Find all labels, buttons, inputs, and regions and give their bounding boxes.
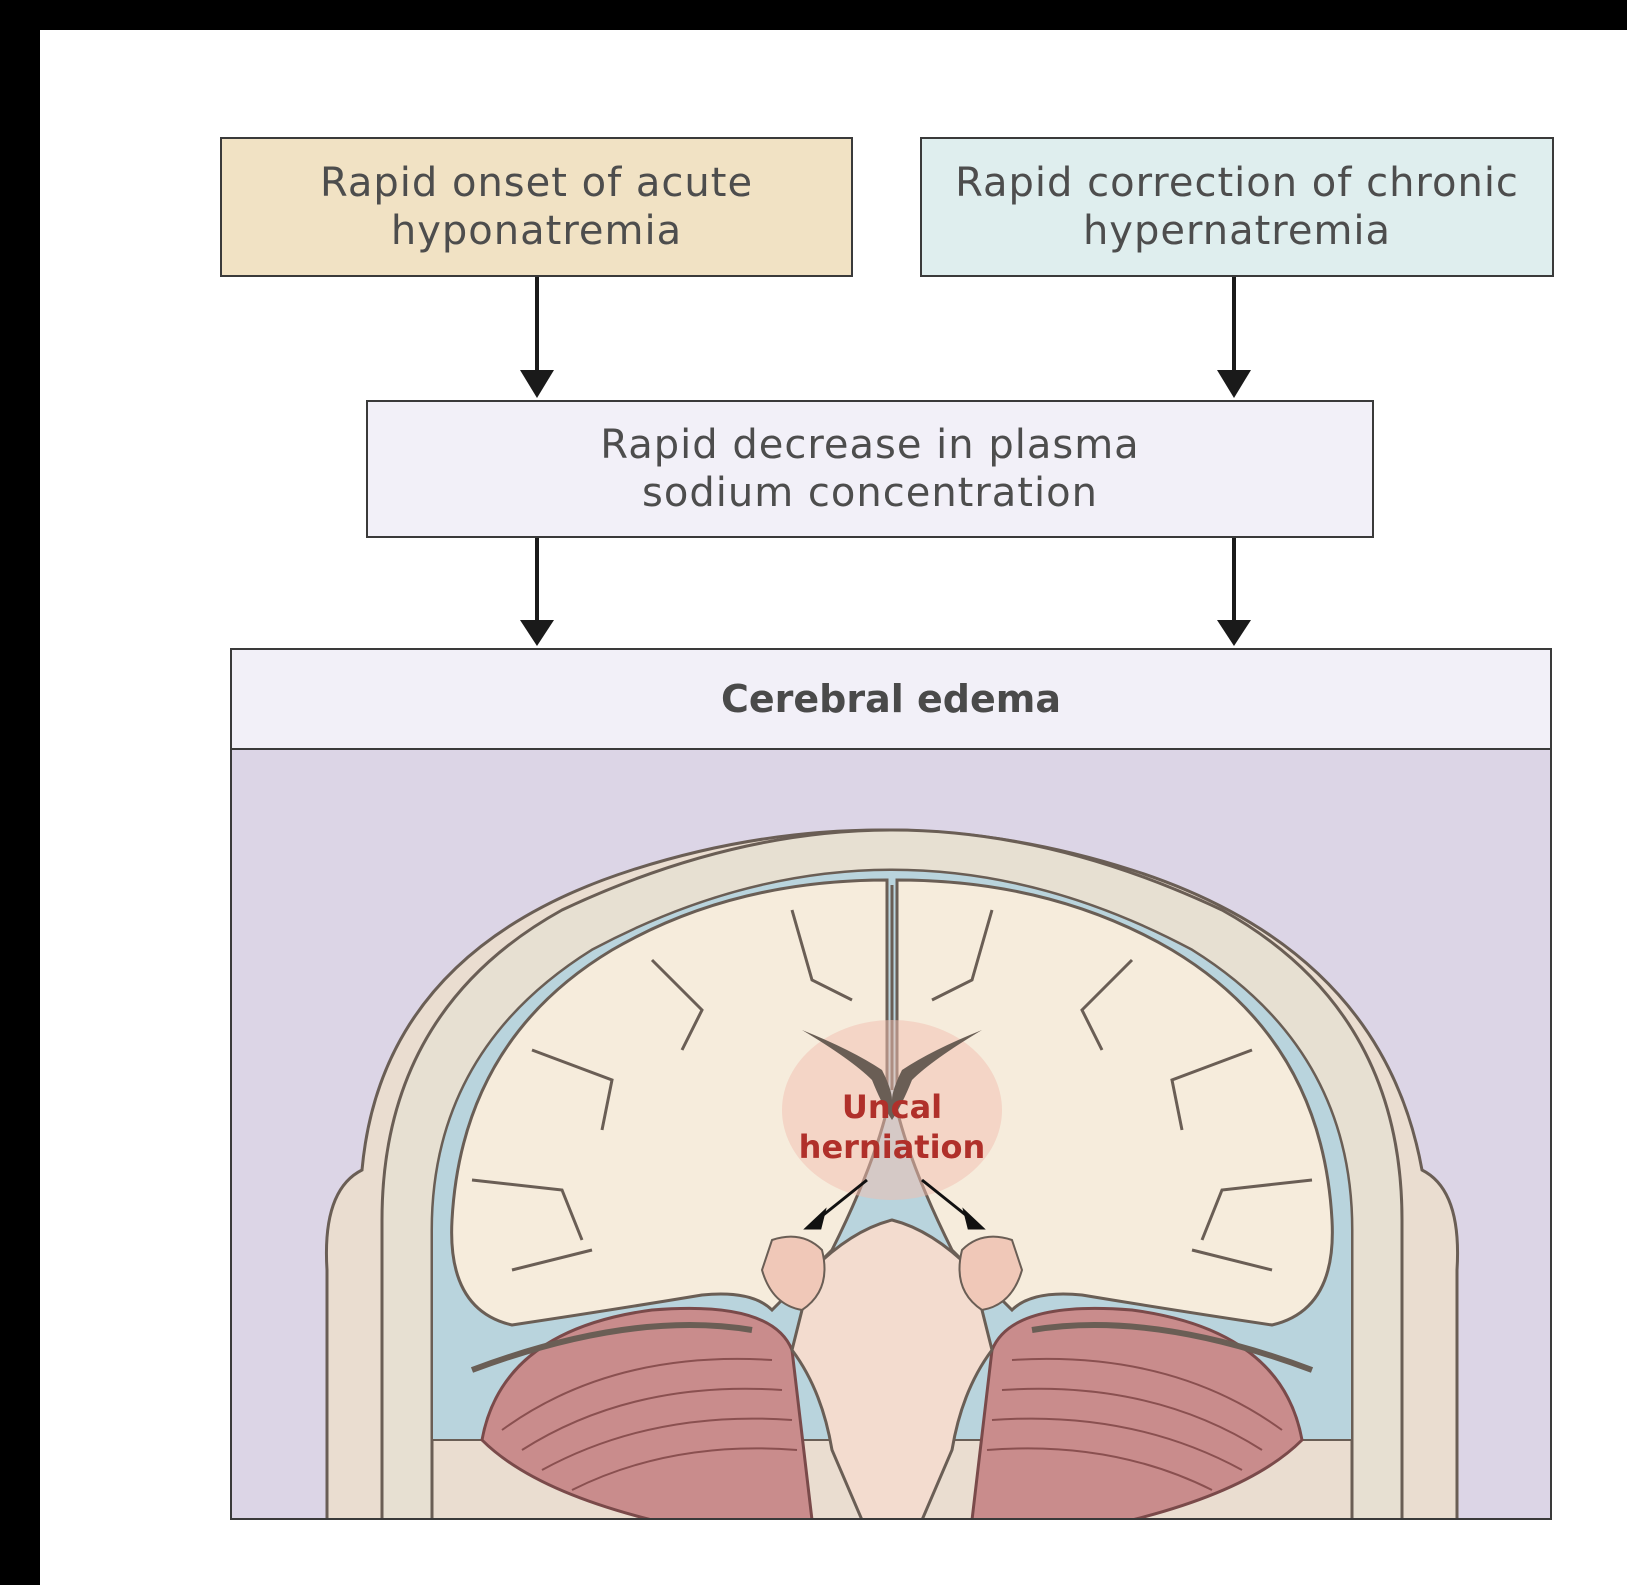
chronic-hypernatremia-text: Rapid correction of chronic hypernatremi… <box>937 159 1537 255</box>
brain-coronal-illustration: Uncal herniation <box>232 750 1550 1520</box>
acute-hyponatremia-box: Rapid onset of acute hyponatremia <box>220 137 853 277</box>
arrow-decrease-to-edema-left <box>520 538 554 646</box>
cerebral-edema-heading: Cerebral edema <box>232 650 1550 750</box>
arrow-acute-to-decrease <box>520 277 554 398</box>
herniation-label: herniation <box>799 1128 986 1166</box>
arrow-chronic-to-decrease <box>1217 277 1251 398</box>
uncal-label: Uncal <box>842 1088 942 1126</box>
acute-hyponatremia-text: Rapid onset of acute hyponatremia <box>277 159 797 255</box>
arrow-decrease-to-edema-right <box>1217 538 1251 646</box>
flow-arrows <box>40 30 1627 670</box>
chronic-hypernatremia-box: Rapid correction of chronic hypernatremi… <box>920 137 1554 277</box>
cerebral-edema-panel: Cerebral edema <box>230 648 1552 1520</box>
sodium-decrease-text: Rapid decrease in plasma sodium concentr… <box>520 421 1220 517</box>
sodium-decrease-box: Rapid decrease in plasma sodium concentr… <box>366 400 1374 538</box>
diagram-page: Rapid onset of acute hyponatremia Rapid … <box>40 30 1627 1585</box>
